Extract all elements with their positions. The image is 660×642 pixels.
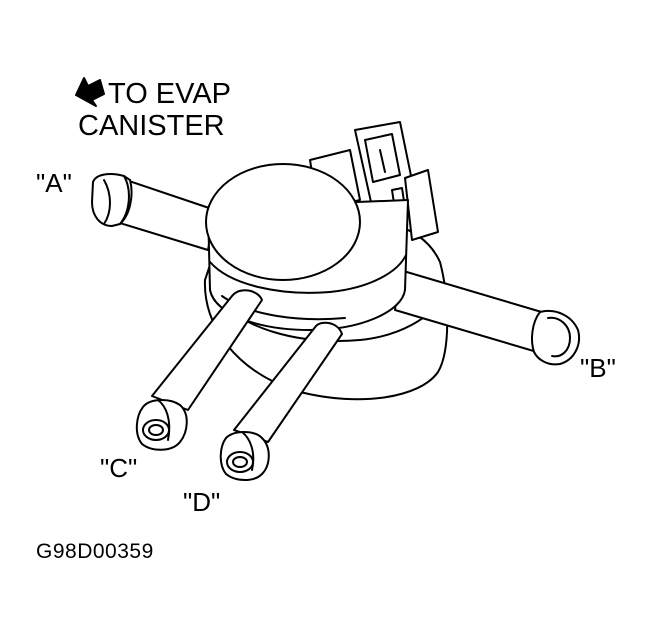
port-c-label: "C" xyxy=(100,453,138,483)
arrow-icon xyxy=(76,78,104,106)
port-d-label: "D" xyxy=(183,487,221,517)
canister-label: CANISTER xyxy=(78,110,225,142)
figure-code: G98D00359 xyxy=(36,540,154,563)
to-evap-label: TO EVAP xyxy=(108,78,232,110)
tube-a xyxy=(92,174,215,250)
port-a-label: "A" xyxy=(36,168,72,198)
port-b-label: "B" xyxy=(580,353,616,383)
tube-b xyxy=(395,270,579,364)
tube-d xyxy=(221,323,342,480)
tube-c xyxy=(137,290,262,450)
